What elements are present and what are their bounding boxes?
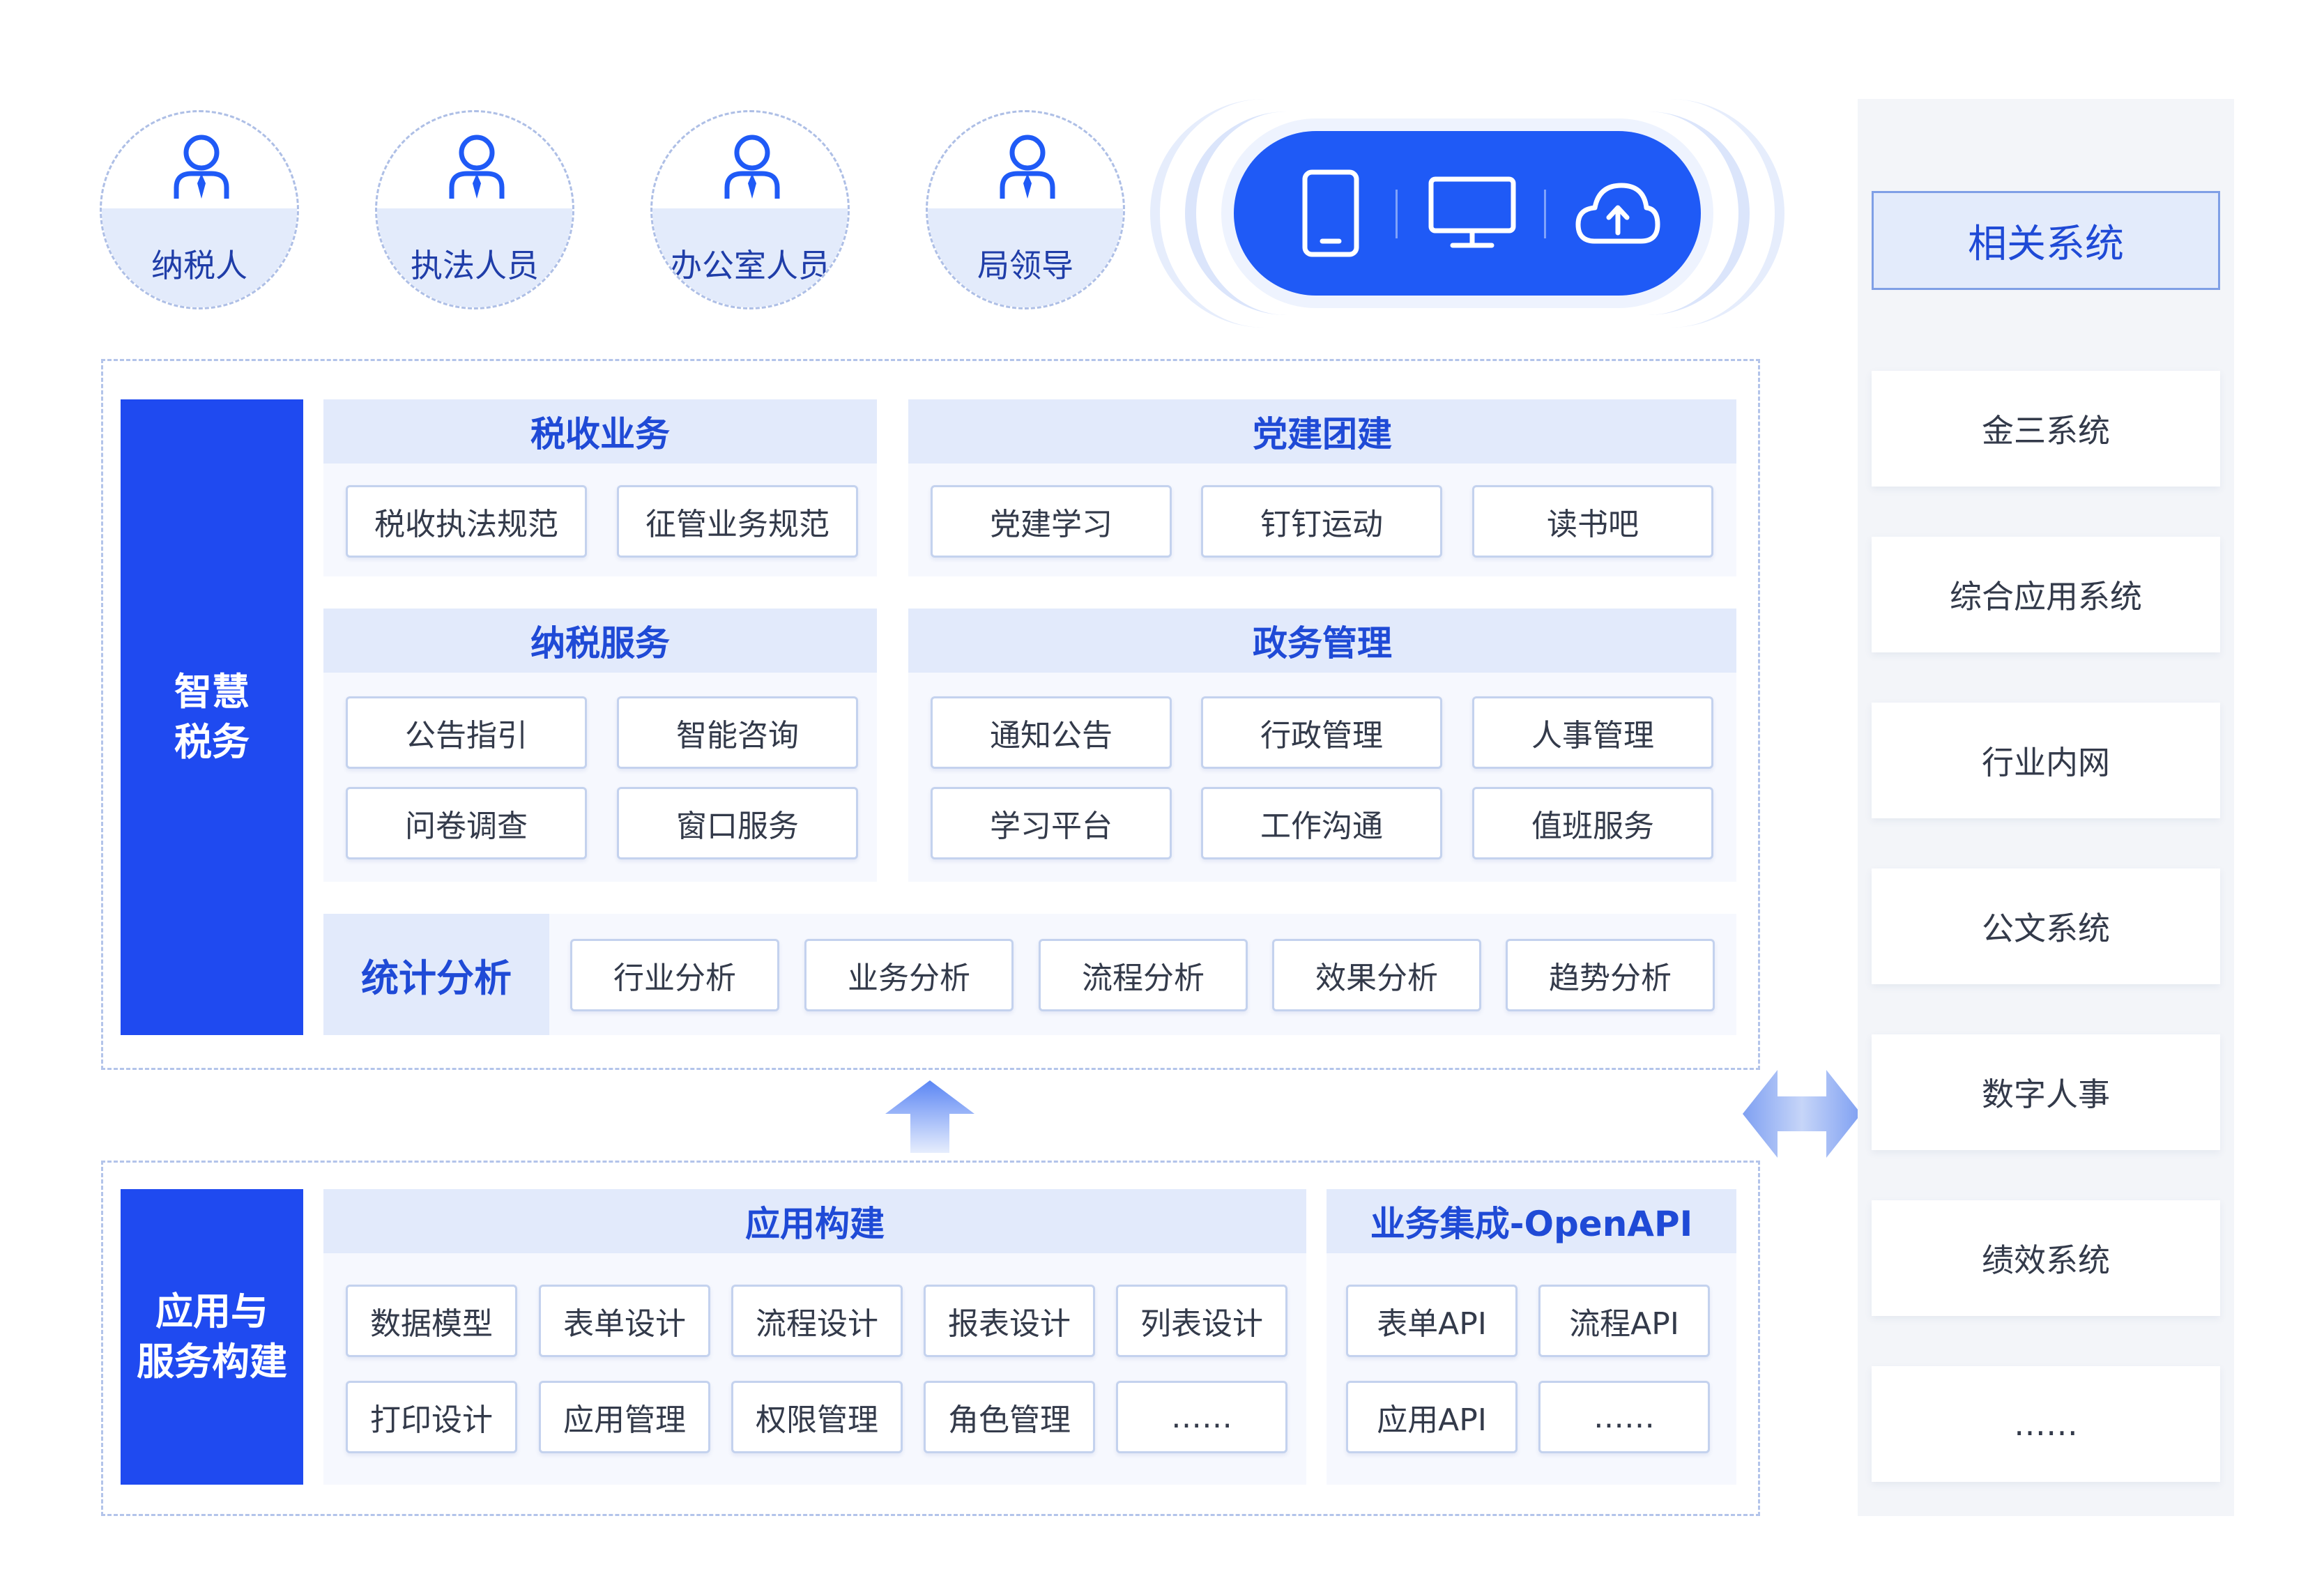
user-label: 执法人员 bbox=[411, 247, 539, 284]
item-tax-enforcement-standard[interactable]: 税收执法规范 bbox=[346, 485, 587, 558]
item-duty-service[interactable]: 值班服务 bbox=[1472, 787, 1713, 859]
item-data-model[interactable]: 数据模型 bbox=[346, 1285, 517, 1357]
up-arrow-icon bbox=[885, 1080, 974, 1153]
item-process-design[interactable]: 流程设计 bbox=[731, 1285, 903, 1357]
related-systems-title: 相关系统 bbox=[1872, 191, 2220, 290]
smart-tax-label: 智慧 税务 bbox=[121, 399, 303, 1035]
item-list-design[interactable]: 列表设计 bbox=[1116, 1285, 1287, 1357]
system-integrated-app[interactable]: 综合应用系统 bbox=[1872, 537, 2220, 652]
user-taxpayer[interactable]: 纳税人 bbox=[100, 110, 299, 309]
item-more[interactable]: …… bbox=[1116, 1381, 1287, 1453]
item-announcement-guide[interactable]: 公告指引 bbox=[346, 696, 587, 769]
item-notice[interactable]: 通知公告 bbox=[931, 696, 1172, 769]
card-title: 应用构建 bbox=[323, 1189, 1306, 1253]
item-app-api[interactable]: 应用API bbox=[1346, 1381, 1518, 1453]
item-report-design[interactable]: 报表设计 bbox=[924, 1285, 1095, 1357]
system-document[interactable]: 公文系统 bbox=[1872, 868, 2220, 984]
card-integration-openapi: 业务集成-OpenAPI 表单API 流程API 应用API …… bbox=[1327, 1189, 1736, 1485]
mobile-icon[interactable] bbox=[1301, 169, 1360, 258]
card-statistics: 统计分析 行业分析 业务分析 流程分析 效果分析 趋势分析 bbox=[323, 914, 1736, 1035]
device-pill bbox=[1234, 131, 1701, 296]
item-print-design[interactable]: 打印设计 bbox=[346, 1381, 517, 1453]
item-admin-management[interactable]: 行政管理 bbox=[1201, 696, 1442, 769]
item-app-management[interactable]: 应用管理 bbox=[539, 1381, 710, 1453]
system-jinsan[interactable]: 金三系统 bbox=[1872, 371, 2220, 487]
item-learning-platform[interactable]: 学习平台 bbox=[931, 787, 1172, 859]
card-title: 政务管理 bbox=[908, 609, 1736, 673]
item-window-service[interactable]: 窗口服务 bbox=[617, 787, 858, 859]
user-label: 纳税人 bbox=[151, 247, 247, 284]
device-separator bbox=[1544, 190, 1546, 238]
item-trend-analysis[interactable]: 趋势分析 bbox=[1506, 939, 1715, 1011]
person-icon bbox=[1000, 135, 1055, 199]
item-business-analysis[interactable]: 业务分析 bbox=[804, 939, 1014, 1011]
item-smart-consulting[interactable]: 智能咨询 bbox=[617, 696, 858, 769]
system-more[interactable]: …… bbox=[1872, 1366, 2220, 1482]
app-service-build-label: 应用与 服务构建 bbox=[121, 1189, 303, 1485]
item-process-api[interactable]: 流程API bbox=[1538, 1285, 1710, 1357]
card-title: 税收业务 bbox=[323, 399, 877, 464]
card-taxpayer-service: 纳税服务 公告指引 智能咨询 问卷调查 窗口服务 bbox=[323, 609, 877, 882]
user-label: 办公室人员 bbox=[670, 247, 830, 284]
user-office-staff[interactable]: 办公室人员 bbox=[650, 110, 850, 309]
system-industry-intranet[interactable]: 行业内网 bbox=[1872, 703, 2220, 818]
item-permission-management[interactable]: 权限管理 bbox=[731, 1381, 903, 1453]
item-industry-analysis[interactable]: 行业分析 bbox=[570, 939, 779, 1011]
user-label: 局领导 bbox=[977, 247, 1073, 284]
person-icon bbox=[449, 135, 505, 199]
card-title: 业务集成-OpenAPI bbox=[1327, 1189, 1736, 1253]
item-work-communication[interactable]: 工作沟通 bbox=[1201, 787, 1442, 859]
card-app-build: 应用构建 数据模型 表单设计 流程设计 报表设计 列表设计 打印设计 应用管理 … bbox=[323, 1189, 1306, 1485]
item-hr-management[interactable]: 人事管理 bbox=[1472, 696, 1713, 769]
system-digital-hr[interactable]: 数字人事 bbox=[1872, 1034, 2220, 1150]
card-title: 纳税服务 bbox=[323, 609, 877, 673]
card-party-building: 党建团建 党建学习 钉钉运动 读书吧 bbox=[908, 399, 1736, 576]
card-tax-business: 税收业务 税收执法规范 征管业务规范 bbox=[323, 399, 877, 576]
statistics-title: 统计分析 bbox=[323, 914, 549, 1035]
item-collection-business-standard[interactable]: 征管业务规范 bbox=[617, 485, 858, 558]
item-more[interactable]: …… bbox=[1538, 1381, 1710, 1453]
item-questionnaire[interactable]: 问卷调查 bbox=[346, 787, 587, 859]
device-separator bbox=[1396, 190, 1398, 238]
card-gov-management: 政务管理 通知公告 行政管理 人事管理 学习平台 工作沟通 值班服务 bbox=[908, 609, 1736, 882]
item-effect-analysis[interactable]: 效果分析 bbox=[1272, 939, 1481, 1011]
item-form-design[interactable]: 表单设计 bbox=[539, 1285, 710, 1357]
item-form-api[interactable]: 表单API bbox=[1346, 1285, 1518, 1357]
user-bureau-leader[interactable]: 局领导 bbox=[926, 110, 1125, 309]
card-title: 党建团建 bbox=[908, 399, 1736, 464]
cloud-upload-icon[interactable] bbox=[1574, 180, 1662, 247]
item-process-analysis[interactable]: 流程分析 bbox=[1039, 939, 1248, 1011]
system-performance[interactable]: 绩效系统 bbox=[1872, 1200, 2220, 1316]
item-reading-club[interactable]: 读书吧 bbox=[1472, 485, 1713, 558]
person-icon bbox=[174, 135, 229, 199]
bidirectional-arrow-icon bbox=[1743, 1070, 1861, 1158]
item-role-management[interactable]: 角色管理 bbox=[924, 1381, 1095, 1453]
user-law-enforcement[interactable]: 执法人员 bbox=[375, 110, 574, 309]
monitor-icon[interactable] bbox=[1428, 176, 1517, 251]
person-icon bbox=[724, 135, 780, 199]
item-dingding-sports[interactable]: 钉钉运动 bbox=[1201, 485, 1442, 558]
item-party-study[interactable]: 党建学习 bbox=[931, 485, 1172, 558]
